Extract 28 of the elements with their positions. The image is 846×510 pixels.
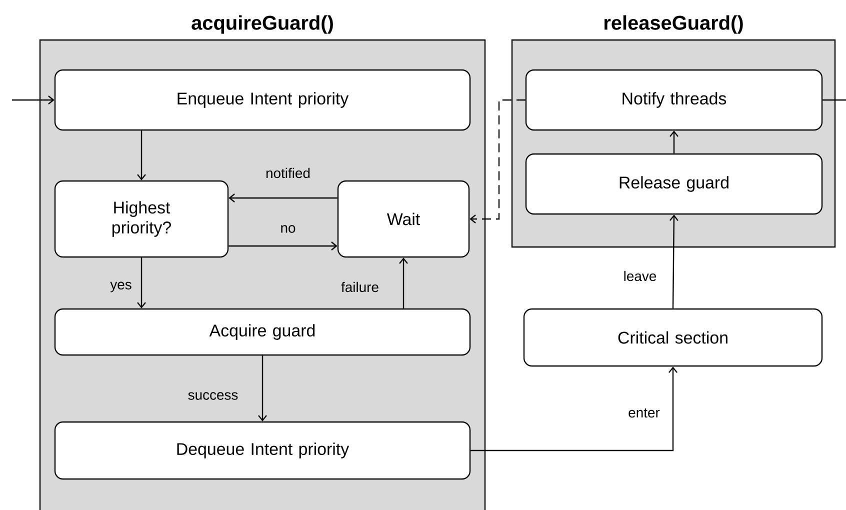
node-label: acquireGuard() xyxy=(192,15,333,34)
process-box: Highest priority? xyxy=(54,180,229,258)
arrow xyxy=(399,258,408,308)
edge-label: success xyxy=(186,391,240,401)
arrow xyxy=(137,130,146,180)
edge-label: failure xyxy=(340,280,380,294)
process-box: Enqueue Intent priority xyxy=(54,69,471,131)
process-box: Dequeue Intent priority xyxy=(54,421,471,480)
arrow xyxy=(670,130,678,154)
arrow xyxy=(228,194,338,202)
arrow xyxy=(258,356,267,422)
process-box: Release guard xyxy=(525,153,823,215)
node-label: releaseGuard() xyxy=(604,15,743,34)
edge-label: no xyxy=(279,224,297,234)
edge-label: notified xyxy=(264,166,312,180)
arrow xyxy=(12,96,54,104)
arrow xyxy=(137,258,146,308)
edge-label: leave xyxy=(622,270,658,282)
process-box: Critical section xyxy=(523,308,823,367)
process-box: Wait xyxy=(337,180,470,258)
edge-label: enter xyxy=(627,407,661,419)
process-box: Notify threads xyxy=(525,69,823,131)
arrow xyxy=(470,366,678,452)
edge-label: yes xyxy=(109,280,133,294)
process-box: Acquire guard xyxy=(54,308,471,356)
arrow xyxy=(228,242,338,250)
arrow xyxy=(670,214,678,308)
arrow xyxy=(470,99,526,224)
